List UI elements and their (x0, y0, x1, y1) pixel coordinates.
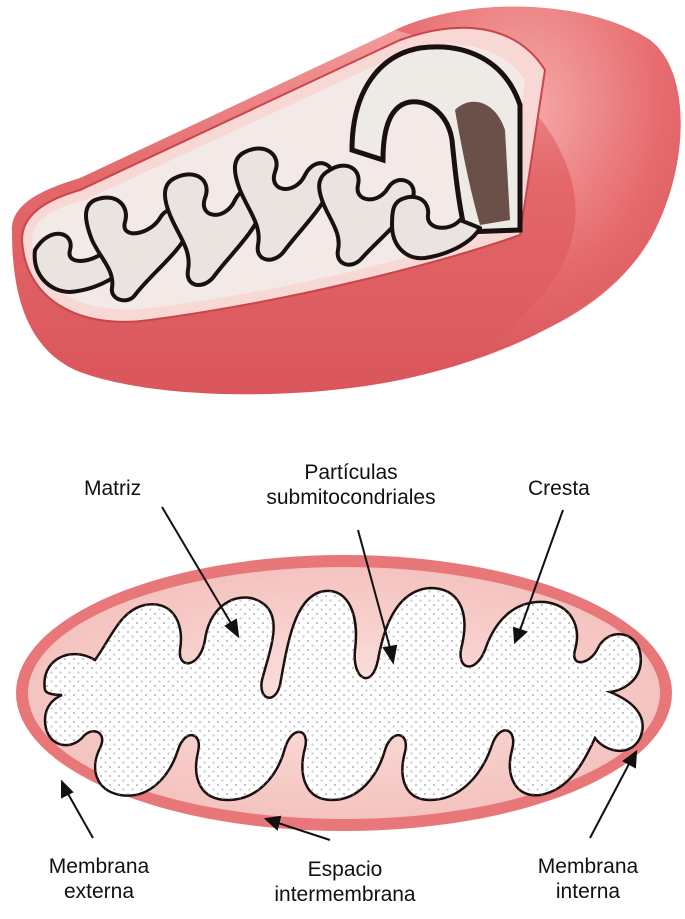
submitochondrial-particles (44, 588, 642, 800)
label-membrana-interna: Membrana interna (518, 854, 658, 904)
label-membrana-interna-line2: interna (518, 879, 658, 904)
label-cresta: Cresta (528, 476, 590, 501)
label-cresta-text: Cresta (528, 476, 590, 501)
mitochondrion-3d (12, 7, 681, 395)
label-particulas-submitocondriales: Partículas submitocondriales (236, 460, 466, 510)
label-particulas-line1: Partículas (236, 460, 466, 485)
label-espacio-line1: Espacio (250, 857, 440, 882)
label-membrana-externa-line2: externa (34, 879, 164, 904)
mitochondrion-cross-section (16, 555, 672, 831)
label-matriz: Matriz (84, 476, 141, 501)
label-membrana-externa-line1: Membrana (34, 854, 164, 879)
label-espacio-intermembrana: Espacio intermembrana (250, 857, 440, 907)
label-particulas-line2: submitocondriales (236, 485, 466, 510)
label-matriz-text: Matriz (84, 476, 141, 501)
arrow-membrana-externa (67, 792, 93, 838)
arrowhead-membrana-externa (62, 782, 72, 797)
label-espacio-line2: intermembrana (250, 882, 440, 907)
label-membrana-interna-line1: Membrana (518, 854, 658, 879)
label-membrana-externa: Membrana externa (34, 854, 164, 904)
